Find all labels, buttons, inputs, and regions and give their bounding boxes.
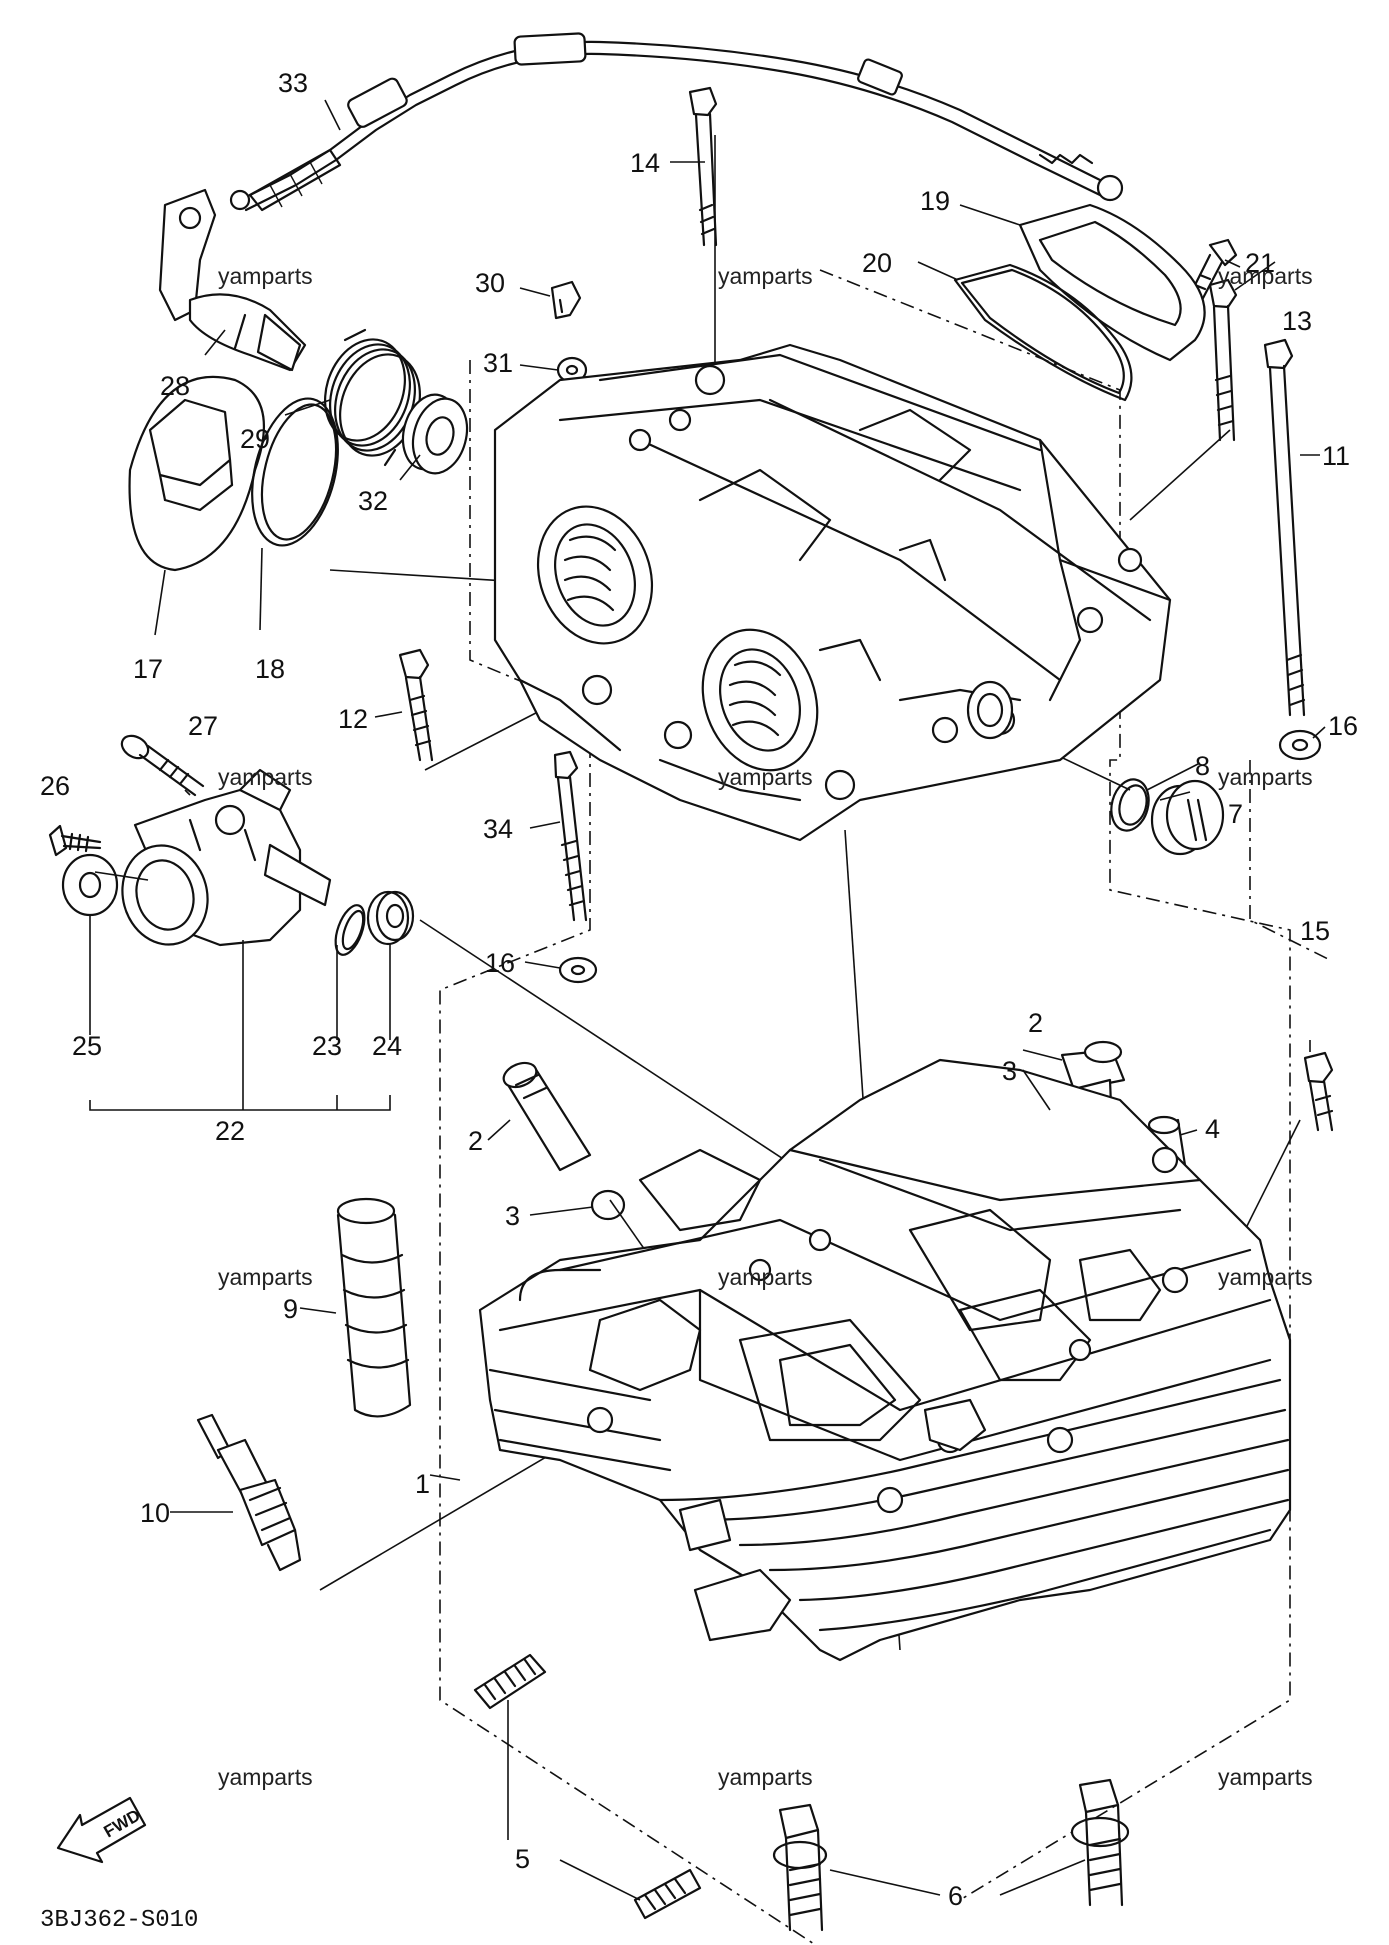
callout-8: 8 xyxy=(1195,751,1210,781)
watermark: yamparts xyxy=(718,1264,813,1290)
tensioner-gasket-25 xyxy=(61,853,119,917)
tappet-cover xyxy=(1018,203,1206,362)
callout-30: 30 xyxy=(475,268,505,298)
callout-18: 18 xyxy=(255,654,285,684)
stud-bolt-34 xyxy=(553,750,588,922)
callout-28: 28 xyxy=(160,371,190,401)
callout-numbers: 33 14 19 20 21 13 11 16 30 31 28 29 32 1… xyxy=(40,68,1358,1911)
callout-27: 27 xyxy=(188,711,218,741)
cam-chain-tensioner xyxy=(121,768,332,947)
callout-2-right: 2 xyxy=(1028,1008,1043,1038)
long-bolt-14 xyxy=(688,86,718,247)
front-direction-arrow-icon: FWD xyxy=(56,1796,147,1864)
callout-34: 34 xyxy=(483,814,513,844)
spark-plug xyxy=(196,1413,302,1572)
bolt-21 xyxy=(1188,238,1238,302)
callout-23: 23 xyxy=(312,1031,342,1061)
callout-1: 1 xyxy=(415,1469,430,1499)
watermark: yamparts xyxy=(718,1764,813,1790)
watermark: yamparts xyxy=(1218,1264,1313,1290)
callout-16-lower: 16 xyxy=(485,948,515,978)
oil-seal xyxy=(401,393,469,475)
callout-24: 24 xyxy=(372,1031,402,1061)
callout-2-left: 2 xyxy=(468,1126,483,1156)
diagram-code: 3BJ362-S010 xyxy=(40,1907,198,1934)
watermark: yamparts xyxy=(218,764,313,790)
decompression-cable xyxy=(229,32,1124,212)
watermark: yamparts xyxy=(218,1764,313,1790)
head-gasket-roll xyxy=(336,1197,412,1418)
watermark: yamparts xyxy=(218,263,313,289)
callout-3-right: 3 xyxy=(1002,1056,1017,1086)
o-ring-8 xyxy=(1110,778,1150,832)
callout-13: 13 xyxy=(1282,306,1312,336)
cylinder-head-cover xyxy=(493,343,1172,842)
callout-5: 5 xyxy=(515,1844,530,1874)
callout-33: 33 xyxy=(278,68,308,98)
callout-6: 6 xyxy=(948,1881,963,1911)
watermark: yamparts xyxy=(718,263,813,289)
callout-11: 11 xyxy=(1322,441,1350,471)
watermarks: yamparts yamparts yamparts yamparts yamp… xyxy=(218,263,1313,1790)
tensioner-washer-24 xyxy=(366,890,415,946)
callout-25: 25 xyxy=(72,1031,102,1061)
callout-10: 10 xyxy=(140,1498,170,1528)
callout-26: 26 xyxy=(40,771,70,801)
watermark: yamparts xyxy=(1218,764,1313,790)
callout-15: 15 xyxy=(1300,916,1330,946)
plug-bolt xyxy=(550,280,582,320)
callout-32: 32 xyxy=(358,486,388,516)
watermark: yamparts xyxy=(1218,1764,1313,1790)
tensioner-o-ring-23 xyxy=(334,904,366,956)
callout-7: 7 xyxy=(1228,799,1243,829)
tappet-cover-gasket xyxy=(953,263,1133,402)
callout-19: 19 xyxy=(920,186,950,216)
bolt-12 xyxy=(398,648,434,762)
cylinder-head xyxy=(478,1058,1292,1662)
bolt-13 xyxy=(1208,278,1238,442)
tensioner-bolt-26 xyxy=(48,824,102,857)
callout-leader-lines xyxy=(89,99,1326,1901)
torsion-spring xyxy=(324,328,421,467)
long-bolt-11 xyxy=(1263,338,1306,717)
callout-4: 4 xyxy=(1205,1114,1220,1144)
callout-21: 21 xyxy=(1245,248,1275,278)
stud-bolt-5 xyxy=(473,1653,702,1920)
washer-16 xyxy=(558,729,1322,984)
callout-29: 29 xyxy=(240,424,270,454)
callout-14: 14 xyxy=(630,148,660,178)
callout-12: 12 xyxy=(338,704,368,734)
decompression-lever xyxy=(158,188,307,372)
watermark: yamparts xyxy=(718,764,813,790)
stud-bolt-6 xyxy=(772,1778,1130,1932)
callout-20: 20 xyxy=(862,248,892,278)
callout-22: 22 xyxy=(215,1116,245,1146)
tensioner-bolt-27 xyxy=(120,734,205,797)
tappet-cover-cap xyxy=(128,375,266,572)
plug-7 xyxy=(1150,779,1225,856)
callout-16-upper: 16 xyxy=(1328,711,1358,741)
watermark: yamparts xyxy=(1218,263,1313,289)
callout-17: 17 xyxy=(133,654,163,684)
callout-9: 9 xyxy=(283,1294,298,1324)
callout-31: 31 xyxy=(483,348,513,378)
bolt-15 xyxy=(1303,1051,1334,1132)
watermark: yamparts xyxy=(218,1264,313,1290)
callout-3-left: 3 xyxy=(505,1201,520,1231)
